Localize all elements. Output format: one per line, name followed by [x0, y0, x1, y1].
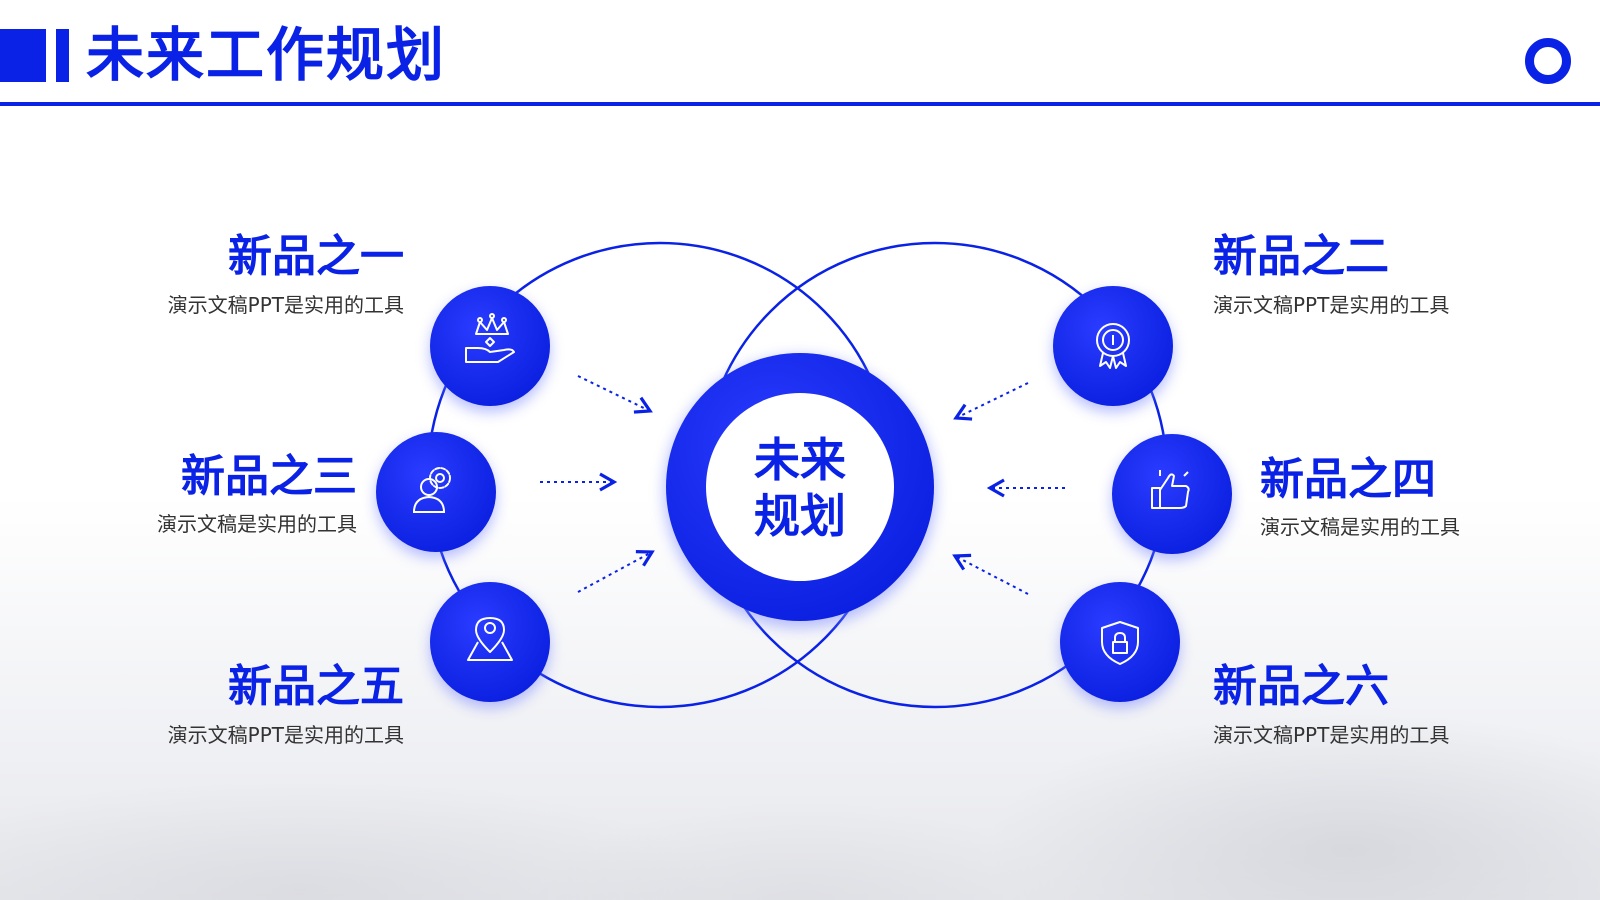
- item-3-title: 新品之三: [181, 451, 357, 502]
- node-2: [1053, 286, 1173, 412]
- item-6-desc: 演示文稿PPT是实用的工具: [1213, 723, 1450, 747]
- arrow-1: [577, 375, 653, 414]
- logo-ring-icon: [1525, 38, 1571, 84]
- person-gear-icon: [412, 467, 451, 513]
- header-divider: [0, 102, 1600, 106]
- center-label-line2: 规划: [754, 489, 846, 543]
- crown-hand-icon: [465, 313, 515, 363]
- item-2-title: 新品之二: [1213, 231, 1389, 282]
- page-title: 未来工作规划: [86, 21, 447, 89]
- item-4-title: 新品之四: [1260, 454, 1436, 505]
- header-accent-bar: [56, 29, 69, 82]
- item-1-title: 新品之一: [228, 231, 404, 282]
- node-1: [430, 286, 550, 412]
- arrow-2: [953, 382, 1029, 421]
- node-4: [1112, 434, 1232, 560]
- item-4-desc: 演示文稿是实用的工具: [1260, 515, 1460, 539]
- award-badge-icon: [1096, 323, 1130, 369]
- item-6-title: 新品之六: [1213, 661, 1389, 712]
- center-label-line1: 未来: [754, 433, 846, 487]
- node-6: [1060, 582, 1180, 708]
- item-5-title: 新品之五: [228, 661, 404, 712]
- arrow-6: [952, 553, 1029, 595]
- header-accent-block: [0, 29, 46, 82]
- thumbs-up-icon: [1151, 470, 1190, 509]
- node-5: [430, 582, 550, 708]
- arrow-5: [577, 550, 655, 593]
- security-shield-icon: [1101, 621, 1139, 665]
- arrows: [540, 375, 1065, 595]
- item-5-desc: 演示文稿PPT是实用的工具: [167, 723, 404, 747]
- node-3: [376, 432, 496, 558]
- item-2-desc: 演示文稿PPT是实用的工具: [1213, 293, 1450, 317]
- center-node-inner: [706, 393, 894, 581]
- item-1-desc: 演示文稿PPT是实用的工具: [167, 293, 404, 317]
- location-pin-icon: [467, 617, 513, 661]
- center-label: 未来 规划: [700, 432, 900, 544]
- item-3-desc: 演示文稿是实用的工具: [157, 512, 357, 536]
